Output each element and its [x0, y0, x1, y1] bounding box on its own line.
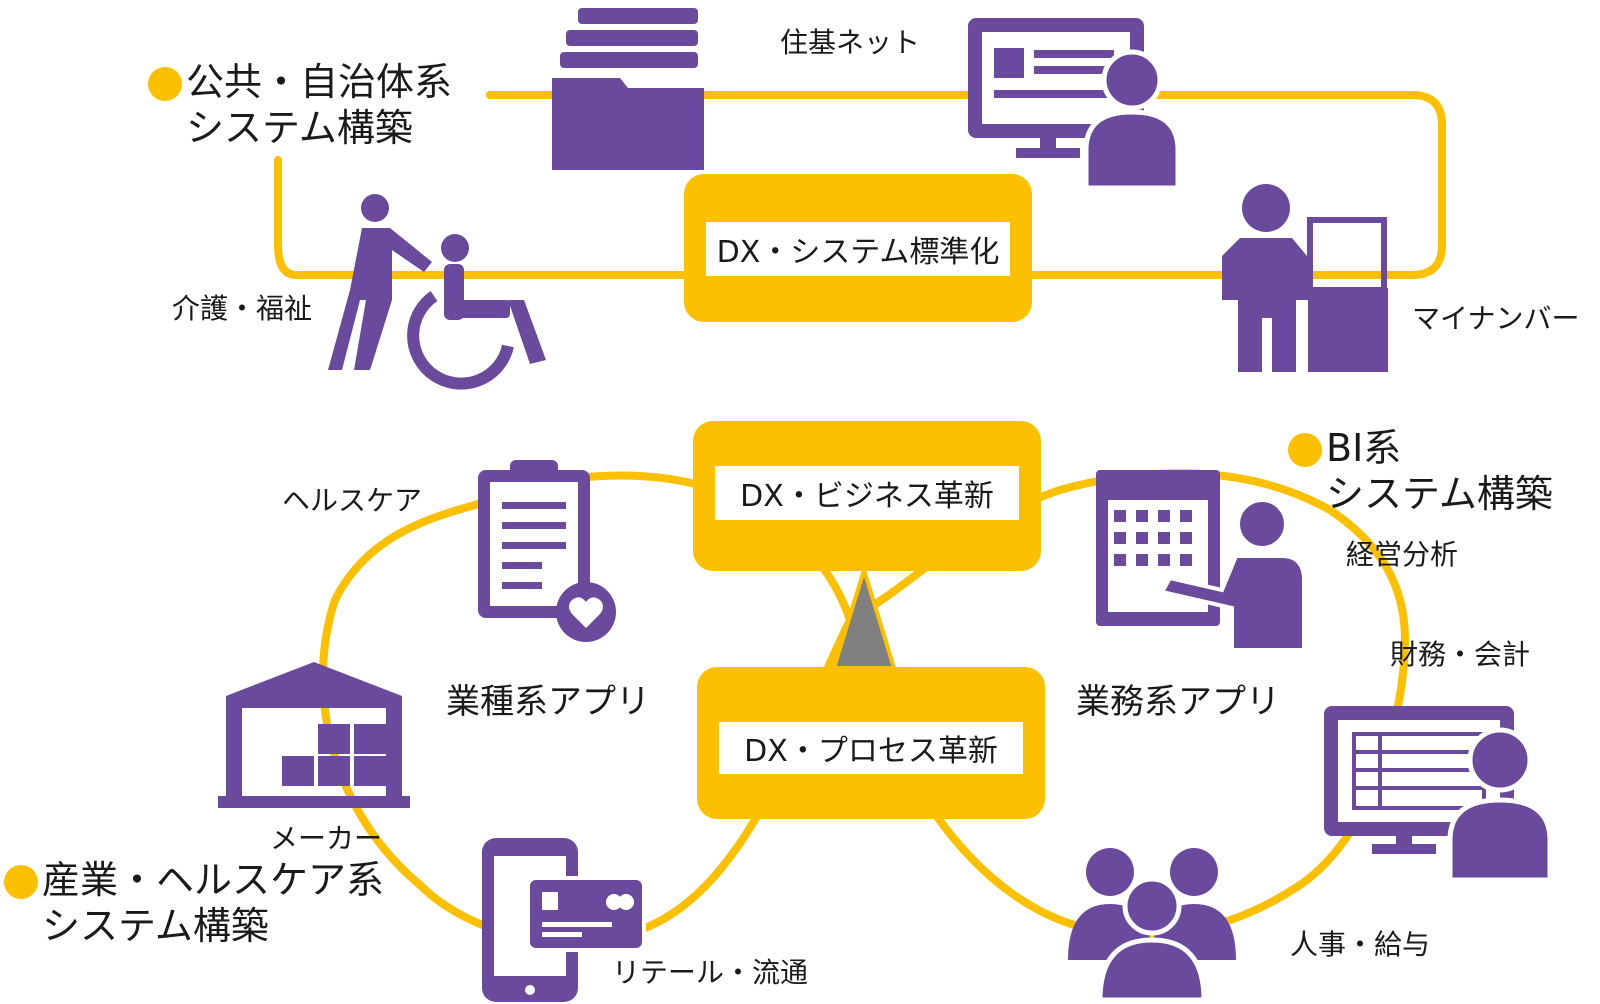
- section-industry-line2: システム構築: [42, 903, 269, 948]
- label-finance: 財務・会計: [1390, 638, 1531, 671]
- calendar-presenter-icon: [1096, 470, 1306, 652]
- section-industry-line1: 産業・ヘルスケア系: [42, 858, 385, 902]
- label-juki-net: 住基ネット: [780, 26, 921, 59]
- top-loop-line: [274, 91, 1446, 279]
- file-folder-icon: [552, 8, 704, 170]
- section-public-line1: 公共・自治体系: [186, 60, 453, 104]
- section-industry: 産業・ヘルスケア系 システム構築: [4, 858, 384, 949]
- label-retail: リテール・流通: [612, 956, 809, 989]
- section-public: 公共・自治体系 システム構築: [148, 60, 452, 151]
- section-bi-line2: システム構築: [1326, 471, 1553, 516]
- label-healthcare: ヘルスケア: [282, 484, 423, 517]
- caregiver-wheelchair-icon: [328, 194, 546, 390]
- label-hr: 人事・給与: [1290, 928, 1431, 961]
- section-bi-line1: BI系: [1326, 426, 1402, 470]
- kiosk-user-icon: [1222, 184, 1388, 372]
- hub-top-label: DX・システム標準化: [706, 222, 1010, 276]
- section-bullet-icon: [4, 865, 38, 899]
- section-bullet-icon: [148, 67, 182, 101]
- smartphone-card-icon: [482, 838, 646, 1002]
- clipboard-heart-icon: [478, 460, 616, 642]
- hub-process-label: DX・プロセス革新: [719, 722, 1023, 774]
- label-industry-apps: 業種系アプリ: [446, 682, 650, 722]
- label-my-number: マイナンバー: [1412, 302, 1580, 335]
- section-bullet-icon: [1288, 433, 1322, 467]
- people-group-icon: [1068, 848, 1236, 1003]
- monitor-user-icon: [968, 18, 1181, 191]
- label-kaigo: 介護・福祉: [172, 292, 313, 325]
- hub-business-label: DX・ビジネス革新: [715, 466, 1019, 520]
- label-management-analysis: 経営分析: [1346, 538, 1459, 571]
- center-triangle: [831, 563, 897, 670]
- label-business-apps: 業務系アプリ: [1076, 682, 1280, 722]
- factory-icon: [218, 662, 410, 808]
- section-bi: BI系 システム構築: [1288, 426, 1553, 517]
- label-maker: メーカー: [270, 822, 383, 855]
- section-public-line2: システム構築: [186, 105, 413, 150]
- spreadsheet-user-icon: [1324, 706, 1553, 883]
